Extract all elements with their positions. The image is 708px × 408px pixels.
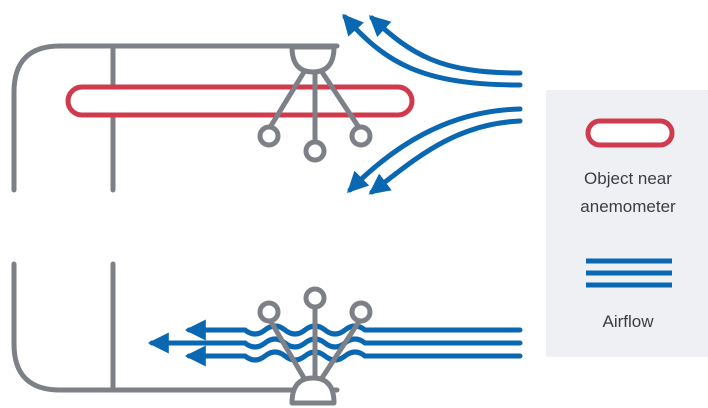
airflow-arrow-deflected <box>368 15 523 76</box>
anemometer-head <box>289 44 337 75</box>
anemometer-arm <box>267 317 307 381</box>
legend-object-label-line2: anemometer <box>580 197 676 216</box>
legend-object-label-line1: Object near <box>584 169 672 188</box>
anemometer-head <box>289 375 337 406</box>
bottom-anemometer <box>257 286 373 406</box>
anemometer-cup <box>349 300 373 324</box>
top-airflow <box>342 13 523 195</box>
legend-object-swatch <box>585 118 675 148</box>
anemometer-cup <box>303 286 327 310</box>
airflow-arrow-straight <box>184 345 523 367</box>
legend-airflow-label: Airflow <box>602 312 654 331</box>
legend: Object near anemometer Airflow <box>546 90 708 357</box>
top-scenario <box>11 13 523 195</box>
anemometer-cup <box>303 139 327 163</box>
anemometer-cup <box>349 124 373 148</box>
object-near-anemometer <box>65 84 415 118</box>
bottom-wall-outline <box>11 261 340 393</box>
top-wall-outline <box>11 43 340 193</box>
anemometer-cup <box>257 300 281 324</box>
anemometer-arm <box>266 69 307 132</box>
top-anemometer <box>257 44 373 163</box>
airflow-arrow-deflected <box>368 118 523 195</box>
airflow-arrow-deflected <box>347 106 523 193</box>
airflow-arrow-straight <box>147 332 523 354</box>
anemometer-arm <box>319 69 363 132</box>
airflow-arrow-straight <box>184 319 523 341</box>
anemometer-arm <box>319 317 363 381</box>
airflow-arrow-deflected <box>342 13 523 88</box>
bottom-scenario <box>11 261 523 406</box>
legend-airflow-swatch <box>586 258 672 288</box>
anemometer-cup <box>257 124 281 148</box>
